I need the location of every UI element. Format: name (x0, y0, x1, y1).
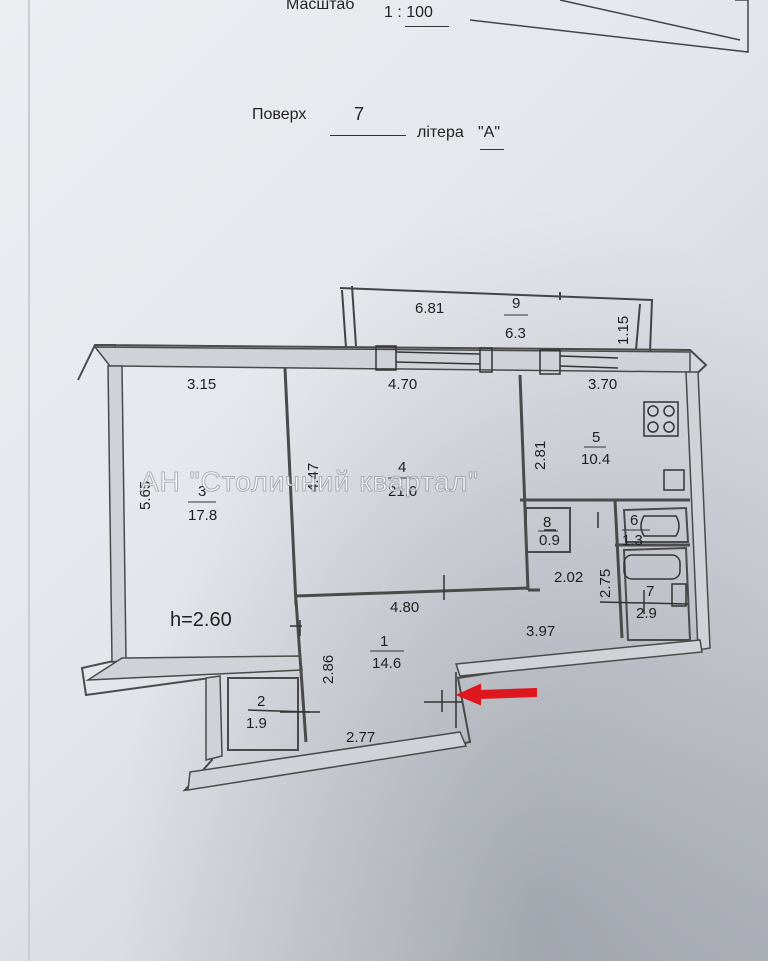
page-edge (28, 0, 30, 961)
ceiling-height-note: h=2.60 (170, 609, 232, 631)
scale-underline (405, 26, 449, 27)
letter-value: "А" (478, 124, 501, 141)
dim-hall-right: 3.97 (526, 623, 555, 640)
dim-room3-width: 3.15 (187, 376, 216, 393)
dim-balcony-depth: 1.15 (615, 316, 632, 345)
room7-area: 2.9 (636, 605, 657, 622)
wall-band-left (107, 365, 127, 663)
floor-value: 7 (354, 104, 365, 124)
dim-balcony-width: 6.81 (415, 300, 444, 317)
room9-number: 9 (512, 295, 520, 312)
letter-label: літера (417, 124, 464, 141)
room6-area: 1.3 (622, 532, 643, 549)
wall-band-top (93, 346, 691, 373)
room4-area: 21.0 (388, 483, 417, 500)
wall-band-right (685, 371, 711, 651)
dim-room4-length: 4.47 (305, 463, 322, 492)
title-box-edge (469, 0, 749, 53)
floor-underline (330, 135, 406, 136)
dimension-ticks (247, 512, 689, 728)
windows (375, 345, 619, 375)
room6-number: 6 (630, 512, 638, 529)
room5-number: 5 (592, 429, 600, 446)
dim-corridor-length: 2.86 (320, 655, 337, 684)
dim-bath-length: 2.75 (597, 569, 614, 598)
room7-number: 7 (646, 583, 654, 600)
small-room-boxes (227, 506, 692, 751)
outer-walls (77, 343, 708, 792)
dim-wc-width: 2.02 (554, 569, 583, 586)
dim-corridor-width: 4.80 (390, 599, 419, 616)
dim-room3-length: 5.65 (137, 481, 154, 510)
dim-room5-width: 3.70 (588, 376, 617, 393)
dim-hall-bottom: 2.77 (346, 729, 375, 746)
room3-number: 3 (198, 483, 206, 500)
room3-area: 17.8 (188, 507, 217, 524)
room9-area: 6.3 (505, 325, 526, 342)
room8-area: 0.9 (539, 532, 560, 549)
scale-value: 1 : 100 (384, 4, 433, 21)
scale-label: Масштаб (286, 0, 355, 13)
balcony-outline (339, 285, 654, 353)
room8-number: 8 (543, 514, 551, 531)
room2-number: 2 (257, 693, 265, 710)
wall-band-bottom (85, 639, 703, 791)
dim-room4-width: 4.70 (388, 376, 417, 393)
room4-number: 4 (398, 459, 406, 476)
dim-room5-length: 2.81 (532, 441, 549, 470)
room-labels: 9 6.3 5 10.4 4 21.0 3 17.8 8 0.9 6 1.3 7… (188, 295, 657, 732)
room1-number: 1 (380, 633, 388, 650)
dimension-labels: 6.81 1.15 3.15 5.65 4.70 4.47 3.70 2.81 … (137, 300, 632, 746)
room5-area: 10.4 (581, 451, 610, 468)
floor-label: Поверх (252, 106, 307, 123)
fixtures (623, 401, 687, 607)
room2-area: 1.9 (246, 715, 267, 732)
room1-area: 14.6 (372, 655, 401, 672)
interior-walls (283, 367, 690, 743)
agency-watermark: АН "Столичний квартал" (139, 466, 480, 498)
letter-underline (480, 149, 504, 150)
entry-arrow (455, 683, 537, 706)
